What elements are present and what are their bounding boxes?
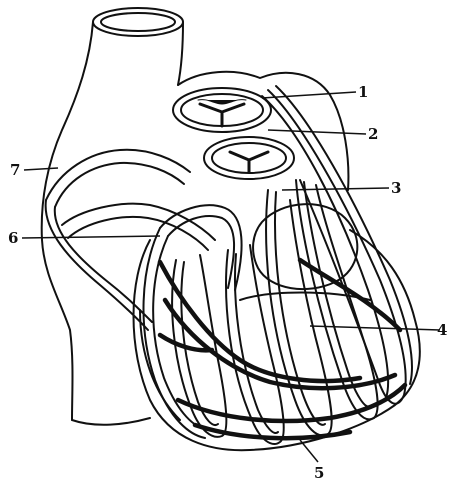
- leader-7: [24, 168, 58, 170]
- label-2: 2: [368, 125, 378, 143]
- aortic-trunk: [42, 8, 349, 425]
- leader-3: [282, 188, 389, 190]
- label-5: 5: [314, 464, 324, 482]
- leader-1: [262, 92, 356, 98]
- label-4: 4: [437, 321, 447, 339]
- lower-valve-ring: [204, 137, 294, 179]
- label-6: 6: [8, 229, 18, 247]
- leader-2: [268, 130, 366, 134]
- band-six-loop: [144, 205, 242, 438]
- leader-5: [300, 440, 318, 462]
- label-1: 1: [358, 83, 368, 101]
- loop-band-b: [226, 245, 284, 444]
- upper-valve-ring: [173, 88, 271, 132]
- label-7: 7: [10, 161, 20, 179]
- label-3: 3: [391, 179, 401, 197]
- left-outer-band-loop: [46, 150, 215, 330]
- leader-4: [310, 326, 440, 330]
